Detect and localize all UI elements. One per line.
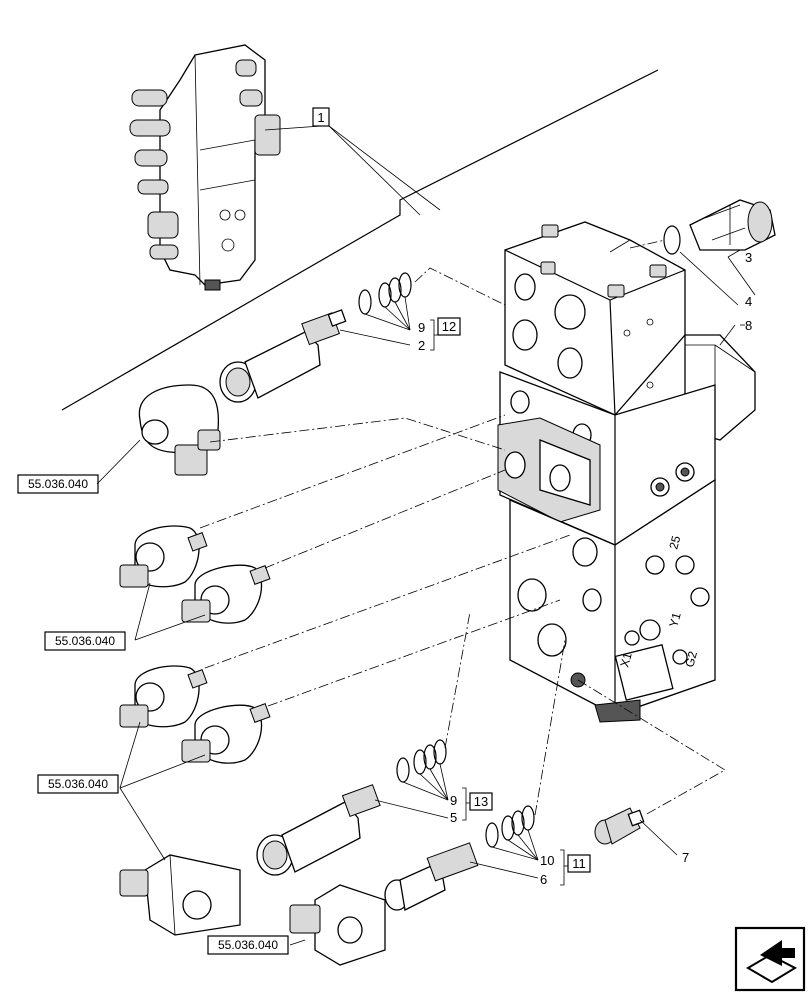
callout-11-box (567, 854, 591, 873)
reference-label-2: 55.036.040 (55, 634, 115, 648)
callout-brackets (430, 319, 568, 886)
proportional-valve-a (119, 525, 208, 588)
callout-1-label: 1 (317, 110, 324, 125)
callout-8-label: 8 (745, 318, 752, 333)
callout-2-label: 2 (418, 338, 425, 353)
callout-5-label: 5 (450, 810, 457, 825)
callout-3-label: 3 (745, 250, 752, 265)
reference-label-4: 55.036.040 (218, 938, 278, 952)
coil-lower-small (289, 884, 386, 966)
inset-assembly-thumbnail (129, 44, 281, 291)
coil-upper (138, 384, 221, 476)
port-label-y1: Y1 (666, 611, 683, 629)
callout-6-label: 6 (540, 872, 547, 887)
reference-label-3: 55.036.040 (48, 777, 108, 791)
proportional-valve-d (181, 703, 271, 764)
inset-separator-line (61, 69, 659, 411)
o-rings-item-9-upper (358, 272, 412, 315)
callout-7-label: 7 (682, 850, 689, 865)
callout-12-box (437, 317, 461, 336)
port-label-x1: X1 (617, 651, 634, 669)
reference-box-4[interactable] (207, 935, 289, 955)
plug-item-7 (594, 807, 645, 845)
reference-box-1[interactable] (17, 474, 99, 494)
fitting-item-3 (689, 199, 776, 251)
callout-13-box (469, 792, 493, 811)
next-page-arrow-icon[interactable] (734, 926, 806, 992)
callout-4-label: 4 (745, 294, 752, 309)
assembly-centerlines (199, 267, 726, 816)
port-label-25: 25 (666, 534, 683, 551)
reference-box-2[interactable] (44, 631, 126, 651)
o-ring-item-4 (663, 225, 681, 255)
reference-box-3[interactable] (37, 774, 119, 794)
callout-9-upper-label: 9 (418, 320, 425, 335)
coil-lower-large (119, 854, 241, 936)
main-valve-block: 25 Y1 X1 G2 (497, 221, 756, 723)
callout-11-label: 11 (572, 856, 586, 871)
cartridge-item-6 (384, 842, 479, 911)
callout-9-lower-label: 9 (450, 793, 457, 808)
callout-12-label: 12 (442, 319, 456, 334)
callout-10-label: 10 (540, 853, 554, 868)
cartridge-item-5 (256, 784, 381, 876)
cartridge-item-2 (219, 309, 347, 403)
callout-13-label: 13 (474, 794, 488, 809)
o-rings-item-10 (485, 805, 535, 848)
port-label-g2: G2 (682, 649, 700, 668)
proportional-valve-c (119, 665, 208, 728)
proportional-valve-b (181, 564, 271, 624)
callout-leaders (96, 249, 756, 946)
reference-label-1: 55.036.040 (28, 477, 88, 491)
